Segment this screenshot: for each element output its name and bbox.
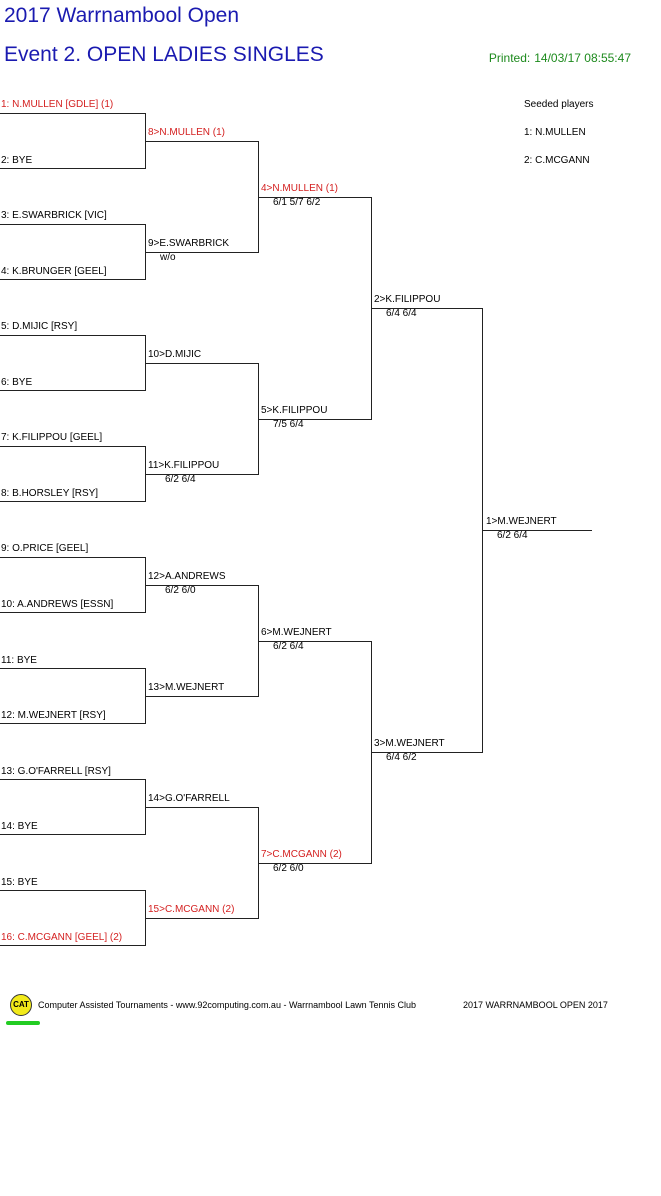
r1-player-2: 2: BYE <box>1 155 33 166</box>
r4-winner-1: 2>K.FILIPPOU <box>374 294 441 305</box>
r1-line-9 <box>0 557 146 558</box>
r2-winner-6: 13>M.WEJNERT <box>148 682 225 693</box>
r1-line-6 <box>0 390 146 391</box>
r2-connector-2 <box>258 363 259 475</box>
r4-score-1: 6/4 6/4 <box>386 308 417 319</box>
r4-score-2: 6/4 6/2 <box>386 752 417 763</box>
r1-line-3 <box>0 224 146 225</box>
r1-line-7 <box>0 446 146 447</box>
r3-line-2 <box>259 419 372 420</box>
r1-line-8 <box>0 501 146 502</box>
r3-winner-3: 6>M.WEJNERT <box>261 627 332 638</box>
seed-1: 1: N.MULLEN <box>524 127 586 138</box>
r1-line-13 <box>0 779 146 780</box>
r1-line-16 <box>0 945 146 946</box>
r2-line-1 <box>146 141 259 142</box>
r3-line-3 <box>259 641 372 642</box>
r1-player-11: 11: BYE <box>1 655 37 666</box>
r2-line-6 <box>146 696 259 697</box>
r3-winner-2: 5>K.FILIPPOU <box>261 405 328 416</box>
seeded-players-heading: Seeded players <box>524 99 594 110</box>
r1-player-8: 8: B.HORSLEY [RSY] <box>1 488 99 499</box>
r1-player-3: 3: E.SWARBRICK [VIC] <box>1 210 107 221</box>
r1-line-4 <box>0 279 146 280</box>
r2-line-8 <box>146 918 259 919</box>
r3-connector-2 <box>371 641 372 864</box>
r1-player-10: 10: A.ANDREWS [ESSN] <box>1 599 114 610</box>
r2-winner-4: 11>K.FILIPPOU <box>148 460 220 471</box>
r3-score-3: 6/2 6/4 <box>273 641 304 652</box>
r1-connector-2 <box>145 224 146 280</box>
r3-score-2: 7/5 6/4 <box>273 419 304 430</box>
r1-player-5: 5: D.MIJIC [RSY] <box>1 321 78 332</box>
r2-line-4 <box>146 474 259 475</box>
r2-connector-1 <box>258 141 259 253</box>
r1-line-1 <box>0 113 146 114</box>
footer-credit: Computer Assisted Tournaments - www.92co… <box>38 1000 417 1010</box>
r2-score-2: w/o <box>160 252 176 263</box>
r1-connector-3 <box>145 335 146 391</box>
r1-line-10 <box>0 612 146 613</box>
r3-line-1 <box>259 197 372 198</box>
r1-player-13: 13: G.O'FARRELL [RSY] <box>1 766 111 777</box>
r1-player-4: 4: K.BRUNGER [GEEL] <box>1 266 107 277</box>
r1-line-5 <box>0 335 146 336</box>
event-title: Event 2. OPEN LADIES SINGLES <box>4 43 324 66</box>
r1-connector-1 <box>145 113 146 169</box>
r2-connector-4 <box>258 807 259 919</box>
r2-winner-1: 8>N.MULLEN (1) <box>148 127 225 138</box>
r2-connector-3 <box>258 585 259 697</box>
r1-player-7: 7: K.FILIPPOU [GEEL] <box>1 432 103 443</box>
r3-score-4: 6/2 6/0 <box>273 863 304 874</box>
r3-score-1: 6/1 5/7 6/2 <box>273 197 321 208</box>
r3-connector-1 <box>371 197 372 420</box>
printed-timestamp: Printed:14/03/17 08:55:47 <box>485 51 631 65</box>
r4-connector <box>482 308 483 753</box>
r2-winner-5: 12>A.ANDREWS <box>148 571 226 582</box>
r1-line-11 <box>0 668 146 669</box>
r1-line-14 <box>0 834 146 835</box>
r2-winner-8: 15>C.MCGANN (2) <box>148 904 235 915</box>
r4-line-1 <box>372 308 483 309</box>
footer-tournament: 2017 WARRNAMBOOL OPEN 2017 <box>463 1000 608 1010</box>
r1-player-12: 12: M.WEJNERT [RSY] <box>1 710 106 721</box>
r2-score-5: 6/2 6/0 <box>165 585 196 596</box>
seed-2: 2: C.MCGANN <box>524 155 590 166</box>
printed-value: 14/03/17 08:55:47 <box>534 51 631 65</box>
cat-logo-icon: CAT <box>10 994 32 1016</box>
r2-winner-3: 10>D.MIJIC <box>148 349 202 360</box>
r1-connector-7 <box>145 779 146 835</box>
final-winner: 1>M.WEJNERT <box>486 516 557 527</box>
r1-line-15 <box>0 890 146 891</box>
final-line <box>483 530 592 531</box>
printed-label: Printed: <box>488 51 531 65</box>
r4-line-2 <box>372 752 483 753</box>
r3-winner-4: 7>C.MCGANN (2) <box>261 849 342 860</box>
r4-winner-2: 3>M.WEJNERT <box>374 738 445 749</box>
tournament-title: 2017 Warrnambool Open <box>4 4 240 27</box>
r1-connector-4 <box>145 446 146 502</box>
r2-line-2 <box>146 252 259 253</box>
r2-score-4: 6/2 6/4 <box>165 474 196 485</box>
r2-winner-7: 14>G.O'FARRELL <box>148 793 230 804</box>
logo-underline <box>6 1021 40 1025</box>
r2-winner-2: 9>E.SWARBRICK <box>148 238 230 249</box>
r1-player-6: 6: BYE <box>1 377 33 388</box>
r1-player-15: 15: BYE <box>1 877 38 888</box>
r1-line-12 <box>0 723 146 724</box>
r2-line-7 <box>146 807 259 808</box>
r3-line-4 <box>259 863 372 864</box>
r1-player-9: 9: O.PRICE [GEEL] <box>1 543 89 554</box>
r2-line-5 <box>146 585 259 586</box>
final-score: 6/2 6/4 <box>497 530 528 541</box>
r1-connector-8 <box>145 890 146 946</box>
r2-line-3 <box>146 363 259 364</box>
r1-player-1: 1: N.MULLEN [GDLE] (1) <box>1 99 114 110</box>
r1-connector-5 <box>145 557 146 613</box>
r1-player-14: 14: BYE <box>1 821 38 832</box>
r3-winner-1: 4>N.MULLEN (1) <box>261 183 338 194</box>
r1-connector-6 <box>145 668 146 724</box>
r1-player-16: 16: C.MCGANN [GEEL] (2) <box>1 932 123 943</box>
r1-line-2 <box>0 168 146 169</box>
